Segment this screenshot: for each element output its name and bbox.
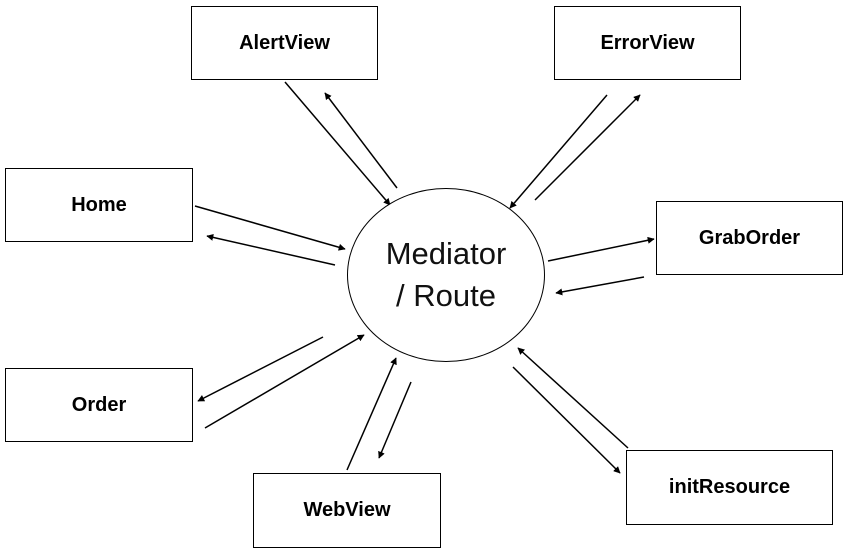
arrow-webview-to-hub (346, 357, 397, 471)
arrow-hub-to-alertview (324, 92, 398, 189)
order-label: Order (71, 393, 127, 416)
arrow-hub-to-order (197, 336, 324, 402)
arrow-errorview-to-hub (509, 94, 608, 209)
arrow-initresource-to-hub (517, 347, 629, 449)
arrow-alertview-to-hub (284, 81, 391, 206)
home-node: Home (5, 168, 193, 242)
order-node: Order (5, 368, 193, 442)
arrow-hub-to-errorview (534, 94, 641, 201)
graborder-node: GrabOrder (656, 201, 843, 275)
arrow-hub-to-graborder (547, 236, 655, 262)
graborder-label: GrabOrder (698, 226, 801, 249)
webview-label: WebView (303, 499, 391, 521)
alertview-node: AlertView (191, 6, 378, 80)
alertview-label: AlertView (239, 31, 330, 54)
arrow-graborder-to-hub (555, 276, 645, 296)
initresource-node: initResource (626, 450, 833, 525)
arrow-hub-to-initresource (512, 366, 621, 474)
webview-node: WebView (253, 473, 441, 548)
arrow-home-to-hub (194, 205, 346, 251)
mediator-route-node: Mediator / Route (347, 188, 545, 362)
home-label: Home (71, 193, 127, 216)
mediator-label: Mediator (385, 236, 507, 271)
errorview-node: ErrorView (554, 6, 741, 80)
route-label: / Route (396, 278, 496, 313)
initresource-label: initResource (668, 476, 791, 498)
errorview-label: ErrorView (600, 31, 695, 54)
arrow-hub-to-home (206, 233, 336, 266)
arrow-order-to-hub (204, 334, 365, 429)
arrow-hub-to-webview (378, 381, 412, 459)
